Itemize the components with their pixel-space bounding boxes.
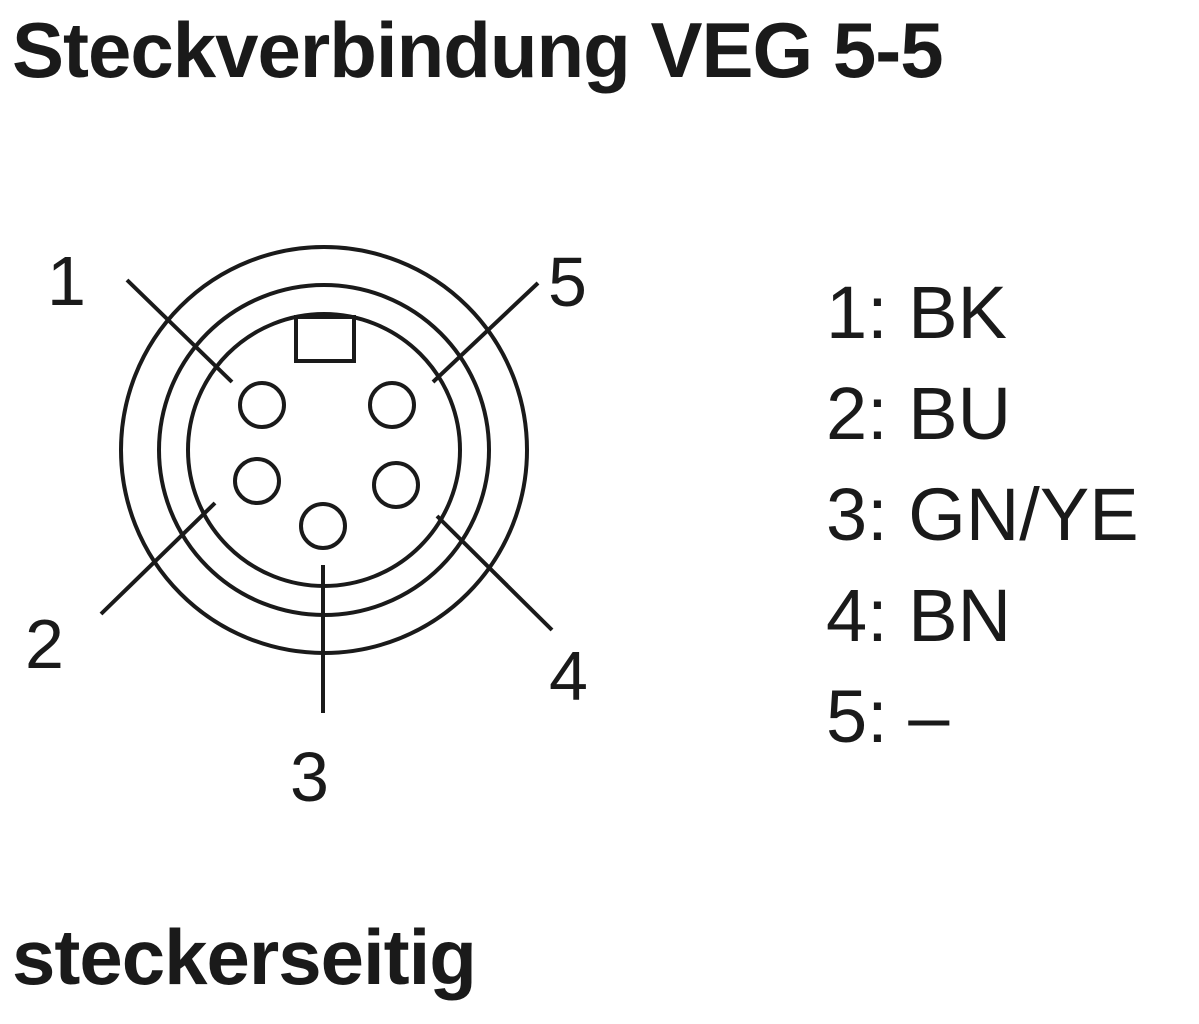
- leader-line-4: [435, 514, 554, 632]
- pin-hole-4: [372, 461, 420, 509]
- legend-item-4: 4: BN: [826, 574, 1012, 657]
- pin-hole-3: [299, 502, 347, 550]
- pin-hole-2: [233, 457, 281, 505]
- legend-item-2: 2: BU: [826, 372, 1012, 455]
- view-side-label: steckerseitig: [12, 913, 477, 1001]
- legend-item-1: 1: BK: [826, 271, 1007, 354]
- pin-label-3: 3: [290, 738, 329, 816]
- pin-label-2: 2: [25, 605, 64, 683]
- diagram-title: Steckverbindung VEG 5-5: [12, 6, 944, 94]
- connector-inner-ring: [186, 312, 462, 588]
- pin-label-1: 1: [47, 242, 86, 320]
- legend-item-3: 3: GN/YE: [826, 473, 1139, 556]
- pin-label-4: 4: [549, 637, 588, 715]
- pin-hole-1: [238, 381, 286, 429]
- leader-line-2: [99, 501, 217, 616]
- leader-line-1: [125, 278, 234, 384]
- pin-label-5: 5: [548, 243, 587, 321]
- legend-item-5: 5: –: [826, 675, 950, 758]
- coding-key: [294, 315, 356, 363]
- wire-color-legend: 1: BK 2: BU 3: GN/YE 4: BN 5: –: [826, 262, 1139, 767]
- leader-line-5: [431, 281, 540, 384]
- pin-hole-5: [368, 381, 416, 429]
